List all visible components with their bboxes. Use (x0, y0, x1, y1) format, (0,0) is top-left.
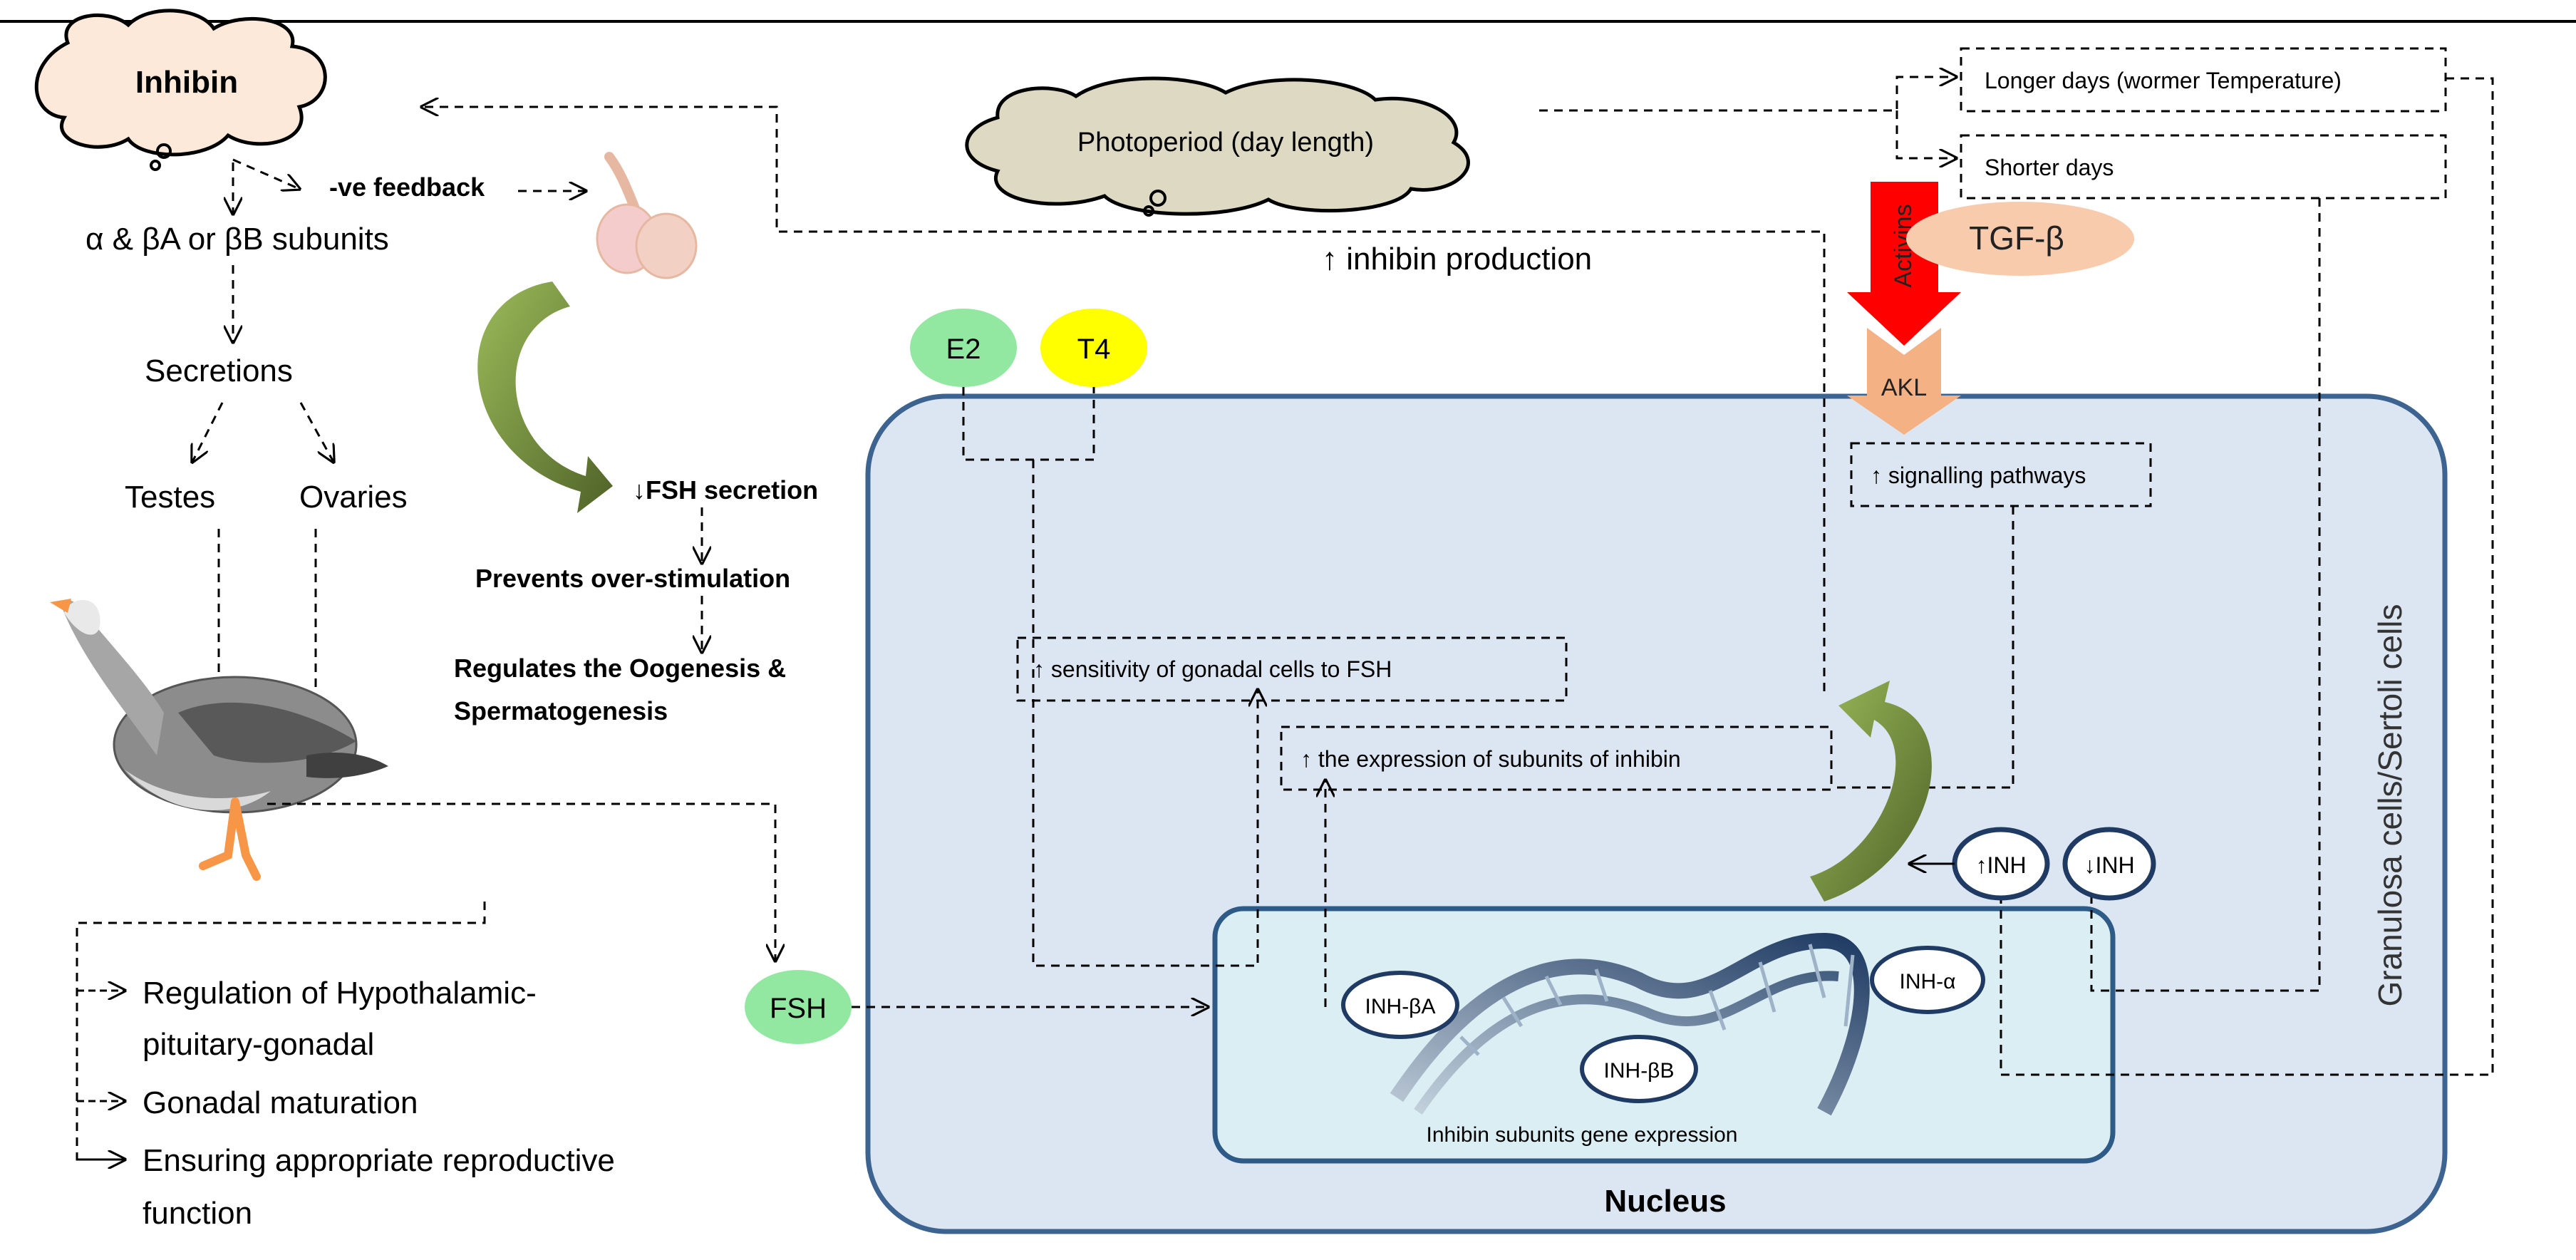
secretions-label: Secretions (145, 353, 293, 388)
outcome-2: Gonadal maturation (143, 1085, 418, 1120)
arrow-to-shorter-days (1895, 110, 1956, 158)
photoperiod-cloud: Photoperiod (day length) (965, 76, 1470, 217)
dna-helix (1390, 932, 1870, 1116)
signalling-box (1850, 442, 2152, 507)
e2-oval (910, 309, 1017, 387)
pituitary-icon (596, 152, 698, 279)
photoperiod-label: Photoperiod (day length) (1077, 128, 1374, 158)
arrow-to-testes (192, 402, 224, 462)
inh-bb-oval (1580, 1035, 1698, 1103)
outcome-1-line2: pituitary-gonadal (143, 1027, 374, 1062)
inhibin-production-feedback (422, 107, 1826, 691)
inhibin-title: Inhibin (135, 65, 238, 100)
regulates-line2: Spermatogenesis (454, 696, 668, 725)
inh-up-label: ↑INH (1975, 852, 2026, 878)
akl-label: AKL (1881, 374, 1927, 401)
e2-label: E2 (946, 334, 981, 365)
shorter-days-box (1960, 134, 2447, 200)
arrow-goose-to-fsh (267, 802, 775, 961)
inh-ba-label: INH-βA (1365, 995, 1436, 1018)
inh-down-label: ↓INH (2084, 852, 2134, 878)
shorter-days-label: Shorter days (1985, 155, 2114, 180)
inhibin-cloud: Inhibin (34, 9, 327, 171)
fsh-oval (745, 970, 852, 1044)
t4-oval (1040, 309, 1147, 387)
ovaries-label: Ovaries (299, 480, 408, 515)
hormones-to-sensitivity (1032, 460, 1258, 967)
subunits-label: α & βA or βB subunits (86, 222, 389, 257)
signalling-to-expression (1831, 506, 2014, 789)
prevents-label: Prevents over-stimulation (475, 564, 790, 593)
hormones-bracket (962, 387, 1095, 461)
longer-days-link (2000, 77, 2494, 1076)
sensitivity-box (1016, 636, 1568, 702)
tgf-label: TGF-β (1969, 220, 2064, 257)
fsh-label: FSH (770, 993, 827, 1024)
t4-label: T4 (1077, 334, 1111, 365)
testes-label: Testes (125, 480, 215, 515)
fsh-secretion-label: ↓FSH secretion (633, 475, 818, 505)
expression-box (1280, 725, 1833, 791)
inh-a-label: INH-α (1900, 970, 1956, 993)
akl-arrow (1847, 328, 1961, 435)
outcome-3-line2: function (143, 1196, 252, 1231)
arrow-to-ovaries (299, 402, 333, 462)
longer-days-label: Longer days (wormer Temperature) (1985, 68, 2342, 93)
granulosa-label: Granulosa cells/Sertoli cells (2371, 604, 2409, 1006)
inhibin-production-label: ↑ inhibin production (1322, 242, 1592, 277)
neg-feedback-label: -ve feedback (329, 172, 485, 202)
gene-expression-label: Inhibin subunits gene expression (1427, 1123, 1738, 1147)
inh-ba-oval (1341, 971, 1459, 1039)
tgf-oval (1906, 202, 2134, 276)
outcome-3-line1: Ensuring appropriate reproductive (143, 1143, 615, 1178)
photoperiod-branch (1539, 77, 1956, 112)
signalling-label: ↑ signalling pathways (1871, 463, 2086, 488)
nucleus-label: Nucleus (1604, 1184, 1726, 1219)
inh-down-oval (2062, 827, 2156, 901)
outcome-bracket (76, 902, 486, 1158)
expression-label: ↑ the expression of subunits of inhibin (1300, 746, 1681, 772)
goose-illustration (50, 599, 388, 881)
regulates-line1: Regulates the Oogenesis & (454, 654, 786, 683)
arrow-neg-feedback (232, 158, 299, 189)
arrow-outcome-3 (76, 1155, 125, 1160)
green-curved-arrow-left (477, 282, 613, 513)
sensitivity-label: ↑ sensitivity of gonadal cells to FSH (1033, 656, 1392, 682)
longer-days-box (1960, 47, 2447, 113)
outcome-1-line1: Regulation of Hypothalamic- (143, 976, 537, 1011)
green-curved-arrow-right (1810, 681, 1932, 902)
inh-bb-label: INH-βB (1604, 1059, 1675, 1083)
shorter-days-link (2090, 198, 2321, 992)
inh-a-oval (1870, 946, 1985, 1014)
